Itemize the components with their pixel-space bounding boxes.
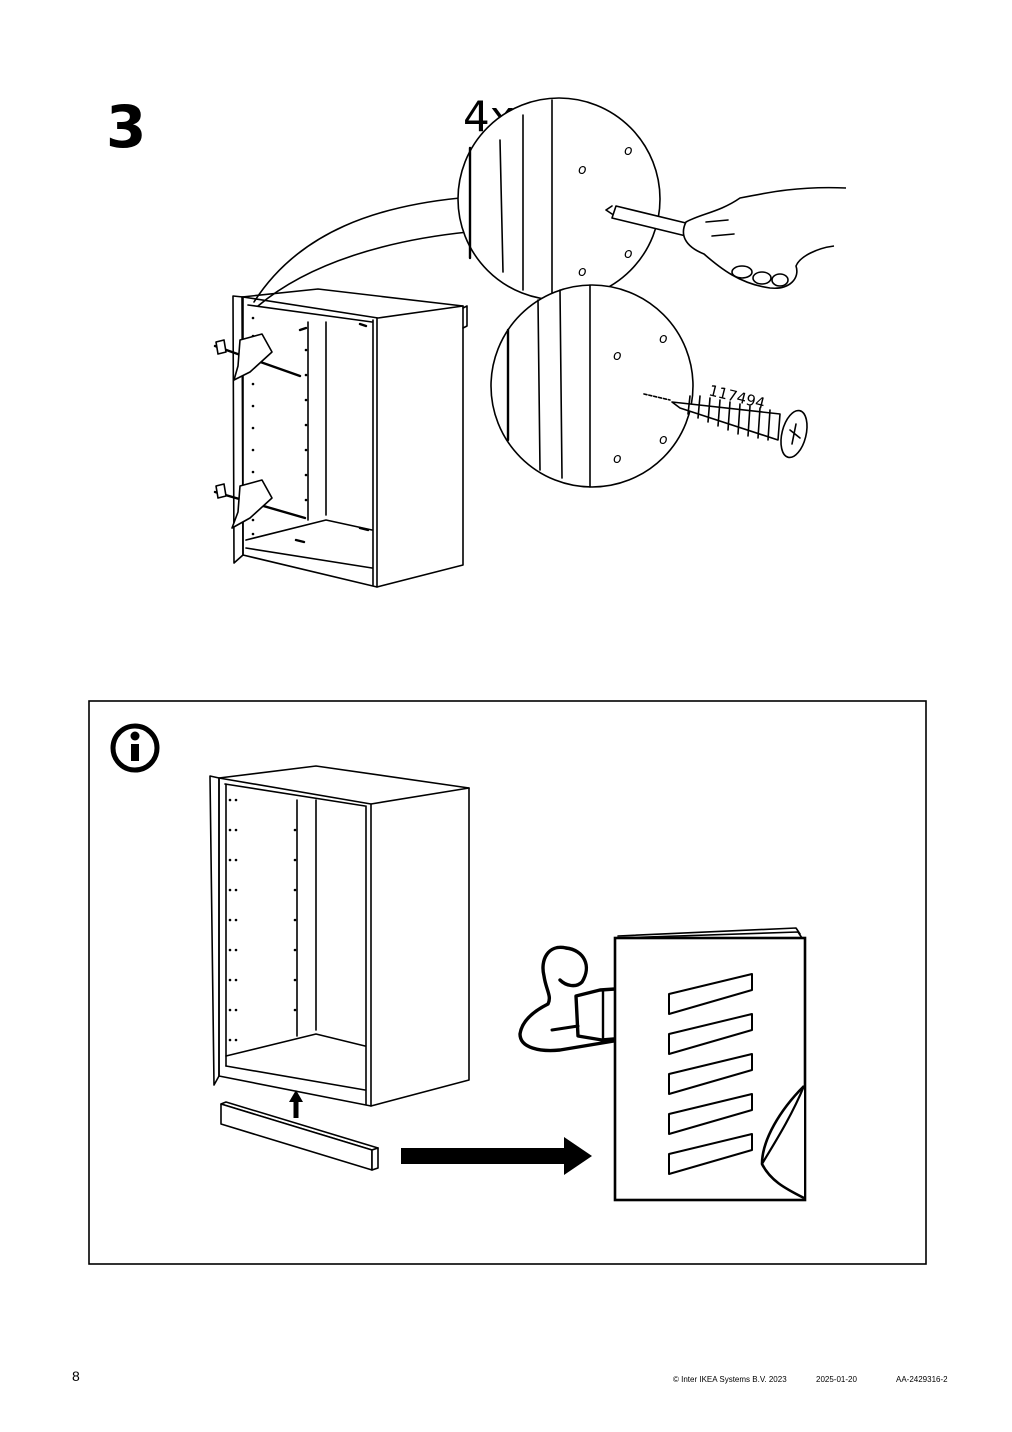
plinth-rail: [220, 1101, 379, 1171]
screw-icon: [671, 395, 808, 459]
svg-text:o: o: [624, 143, 633, 159]
svg-text:o: o: [613, 451, 622, 467]
shelf-holes: [251, 316, 308, 536]
svg-text:o: o: [613, 348, 622, 364]
cabinet-with-clamps-illustration: [213, 197, 469, 588]
detail-screw-circle: o o o o: [490, 284, 694, 488]
svg-text:o: o: [659, 432, 668, 448]
svg-text:o: o: [624, 246, 633, 262]
arrow-up-icon: [289, 1090, 303, 1118]
arrow-right-icon: [401, 1137, 592, 1175]
copyright-text: © Inter IKEA Systems B.V. 2023: [673, 1375, 787, 1384]
hand-icon: [611, 186, 847, 289]
info-icon: [110, 723, 160, 773]
page-number: 8: [72, 1368, 80, 1384]
info-box-frame: [88, 700, 927, 1265]
shelf-holes: [228, 798, 297, 1042]
step-number: 3: [106, 93, 147, 161]
manual-booklet-icon: [613, 927, 807, 1202]
svg-text:o: o: [578, 264, 587, 280]
cabinet-illustration: [209, 765, 470, 1107]
svg-text:o: o: [578, 162, 587, 178]
detail-marking-circle: o o o o: [457, 97, 661, 301]
document-id: AA-2429316-2: [896, 1375, 948, 1384]
document-date: 2025-01-20: [816, 1375, 857, 1384]
clamp-icon: [213, 333, 307, 529]
svg-text:o: o: [659, 331, 668, 347]
